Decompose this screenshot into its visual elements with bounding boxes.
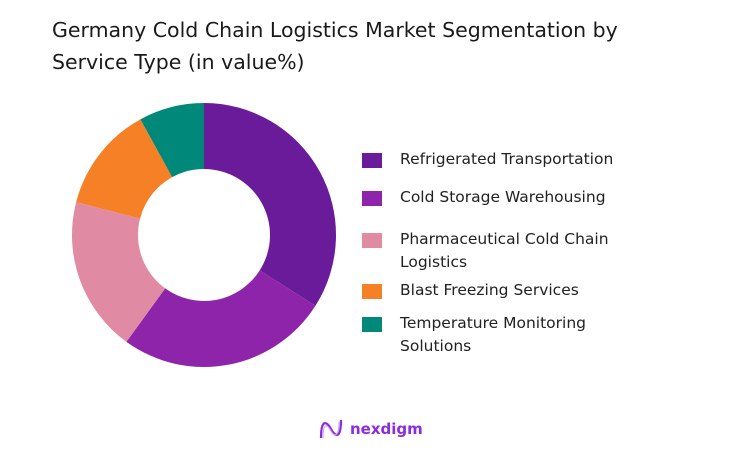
brand-name: nexdigm xyxy=(350,420,423,438)
legend-swatch xyxy=(362,233,382,248)
chart-title: Germany Cold Chain Logistics Market Segm… xyxy=(52,18,618,74)
donut-slice-4 xyxy=(76,119,173,219)
legend-swatch xyxy=(362,153,382,168)
donut-slice-3 xyxy=(71,202,166,342)
brand-logo: nexdigm xyxy=(318,418,423,440)
nexdigm-logo-icon xyxy=(319,419,343,439)
donut-slice-2 xyxy=(126,270,316,367)
legend-label: Blast Freezing Services xyxy=(400,281,579,299)
legend-label: Temperature Monitoring Solutions xyxy=(400,314,586,355)
legend-swatch xyxy=(362,191,382,206)
donut-slice-1 xyxy=(204,103,337,306)
legend-label: Pharmaceutical Cold Chain Logistics xyxy=(400,230,609,271)
legend-swatch xyxy=(362,317,382,332)
donut-slice-5 xyxy=(140,103,204,178)
legend-label: Refrigerated Transportation xyxy=(400,150,614,168)
legend-label: Cold Storage Warehousing xyxy=(400,188,606,206)
legend-swatch xyxy=(362,284,382,299)
